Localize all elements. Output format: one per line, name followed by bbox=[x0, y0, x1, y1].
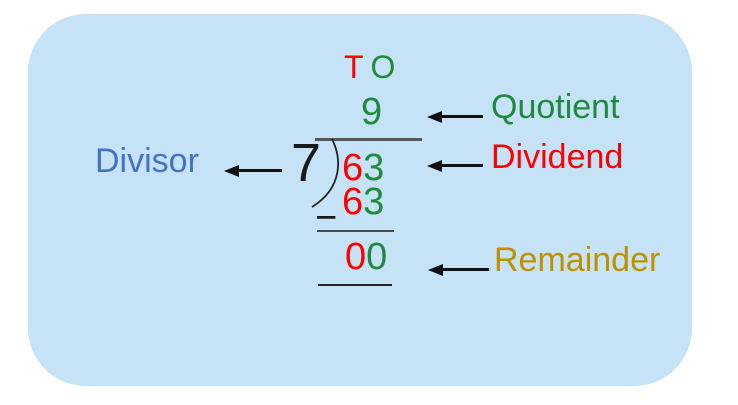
remainder-line bbox=[318, 284, 392, 286]
place-value-header: T O bbox=[344, 51, 395, 83]
arrow-shaft bbox=[442, 115, 483, 118]
arrow-head bbox=[427, 110, 442, 123]
subtrahend-tens-digit: 6 bbox=[342, 181, 364, 223]
subtrahend-number: 63 bbox=[342, 183, 384, 221]
dividend-tens-digit: 6 bbox=[342, 147, 364, 189]
quotient-label: Quotient bbox=[491, 88, 620, 126]
tens-header-letter: T bbox=[344, 49, 364, 85]
remainder-tens-digit: 0 bbox=[345, 236, 367, 278]
dividend-label: Dividend bbox=[491, 138, 624, 176]
remainder-arrow-icon bbox=[428, 263, 489, 276]
division-bracket-icon bbox=[311, 138, 339, 208]
divisor-digit: 7 bbox=[291, 133, 322, 193]
arrow-shaft bbox=[239, 169, 282, 172]
arrow-head bbox=[428, 263, 443, 276]
quotient-digit: 9 bbox=[361, 91, 383, 133]
dividend-arrow-icon bbox=[427, 159, 483, 172]
arrow-head bbox=[427, 159, 442, 172]
dividend-ones-digit: 3 bbox=[363, 147, 385, 189]
remainder-label: Remainder bbox=[494, 241, 661, 279]
divisor-label: Divisor bbox=[95, 142, 199, 180]
minus-sign: − bbox=[315, 197, 338, 239]
arrow-shaft bbox=[443, 268, 489, 271]
remainder-number: 00 bbox=[345, 238, 387, 276]
subtraction-line bbox=[317, 230, 394, 232]
subtrahend-ones-digit: 3 bbox=[363, 181, 385, 223]
arrow-head bbox=[224, 164, 239, 177]
quotient-arrow-icon bbox=[427, 110, 483, 123]
remainder-ones-digit: 0 bbox=[366, 236, 388, 278]
ones-header-letter: O bbox=[370, 49, 396, 85]
arrow-shaft bbox=[442, 164, 483, 167]
dividend-number: 63 bbox=[342, 149, 384, 187]
divisor-arrow-icon bbox=[224, 164, 282, 177]
division-bar bbox=[315, 138, 422, 141]
background-panel bbox=[28, 14, 692, 386]
